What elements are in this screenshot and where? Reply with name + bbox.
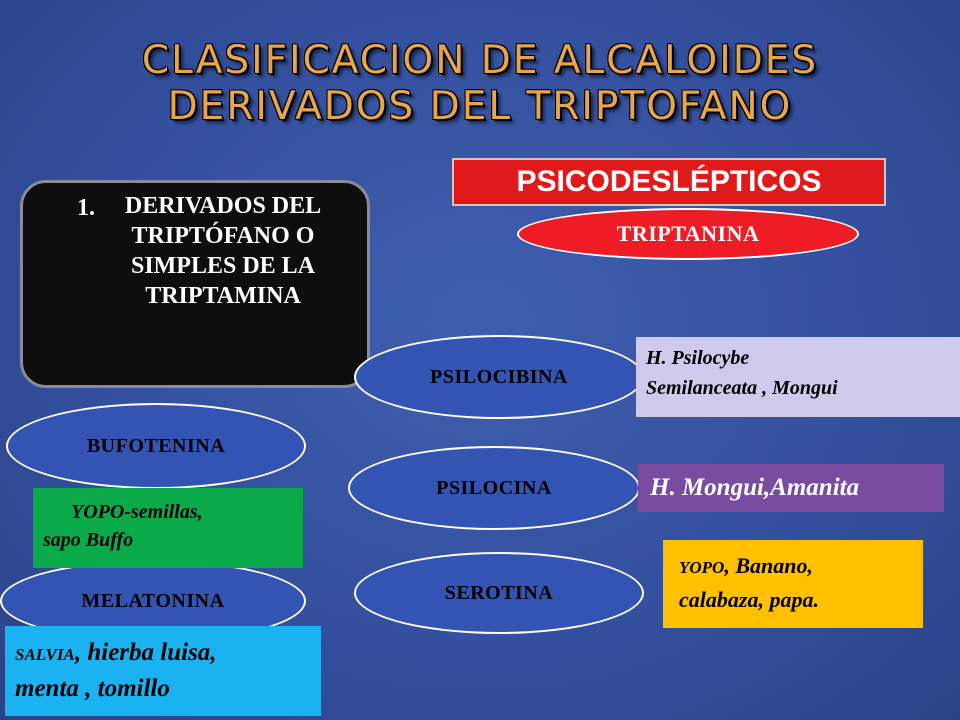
node-serotina: SEROTINA [354, 552, 644, 634]
source-serotina-small: YOPO [679, 558, 725, 577]
main-category-text: DERIVADOS DEL TRIPTÓFANO O SIMPLES DE LA… [124, 193, 322, 309]
main-category-number: 1. [77, 195, 95, 221]
source-psilocina: H. Mongui,Amanita [638, 464, 944, 512]
source-melatonina-small: SALVIA [15, 645, 75, 664]
node-psilocina: PSILOCINA [348, 446, 640, 530]
source-psilocibina-line-1: H. Psilocybe [646, 347, 750, 369]
source-melatonina-line-1: SALVIA, hierba luisa, [15, 636, 311, 672]
source-serotina: YOPO, Banano, calabaza, papa. [663, 540, 923, 628]
source-bufotenina-line-2: sapo Buffo [43, 529, 134, 551]
node-triptanina: TRIPTANINA [517, 208, 859, 260]
source-serotina-line-1: YOPO, Banano, [679, 550, 913, 584]
source-psilocibina: H. Psilocybe Semilanceata , Mongui [636, 337, 960, 417]
title-line-2: DERIVADOS DEL TRIPTOFANO [167, 84, 793, 129]
main-category-box: 1. DERIVADOS DEL TRIPTÓFANO O SIMPLES DE… [20, 180, 370, 388]
source-serotina-rest: , Banano, [724, 553, 813, 578]
source-melatonina-line-2: menta , tomillo [15, 675, 170, 702]
slide-title: CLASIFICACION DE ALCALOIDES DERIVADOS DE… [0, 38, 960, 130]
node-psilocibina: PSILOCIBINA [354, 335, 644, 419]
source-serotina-line-2: calabaza, papa. [679, 587, 819, 612]
source-bufotenina-line-1: YOPO-semillas, [71, 501, 203, 523]
source-melatonina: SALVIA, hierba luisa, menta , tomillo [5, 626, 321, 716]
title-line-1: CLASIFICACION DE ALCALOIDES [141, 38, 819, 83]
node-bufotenina: BUFOTENINA [6, 403, 306, 489]
source-melatonina-rest: , hierba luisa, [74, 639, 217, 666]
source-psilocibina-line-2: Semilanceata , Mongui [646, 377, 838, 399]
category-label: PSICODESLÉPTICOS [452, 158, 886, 206]
source-bufotenina: YOPO-semillas, sapo Buffo [33, 488, 303, 568]
